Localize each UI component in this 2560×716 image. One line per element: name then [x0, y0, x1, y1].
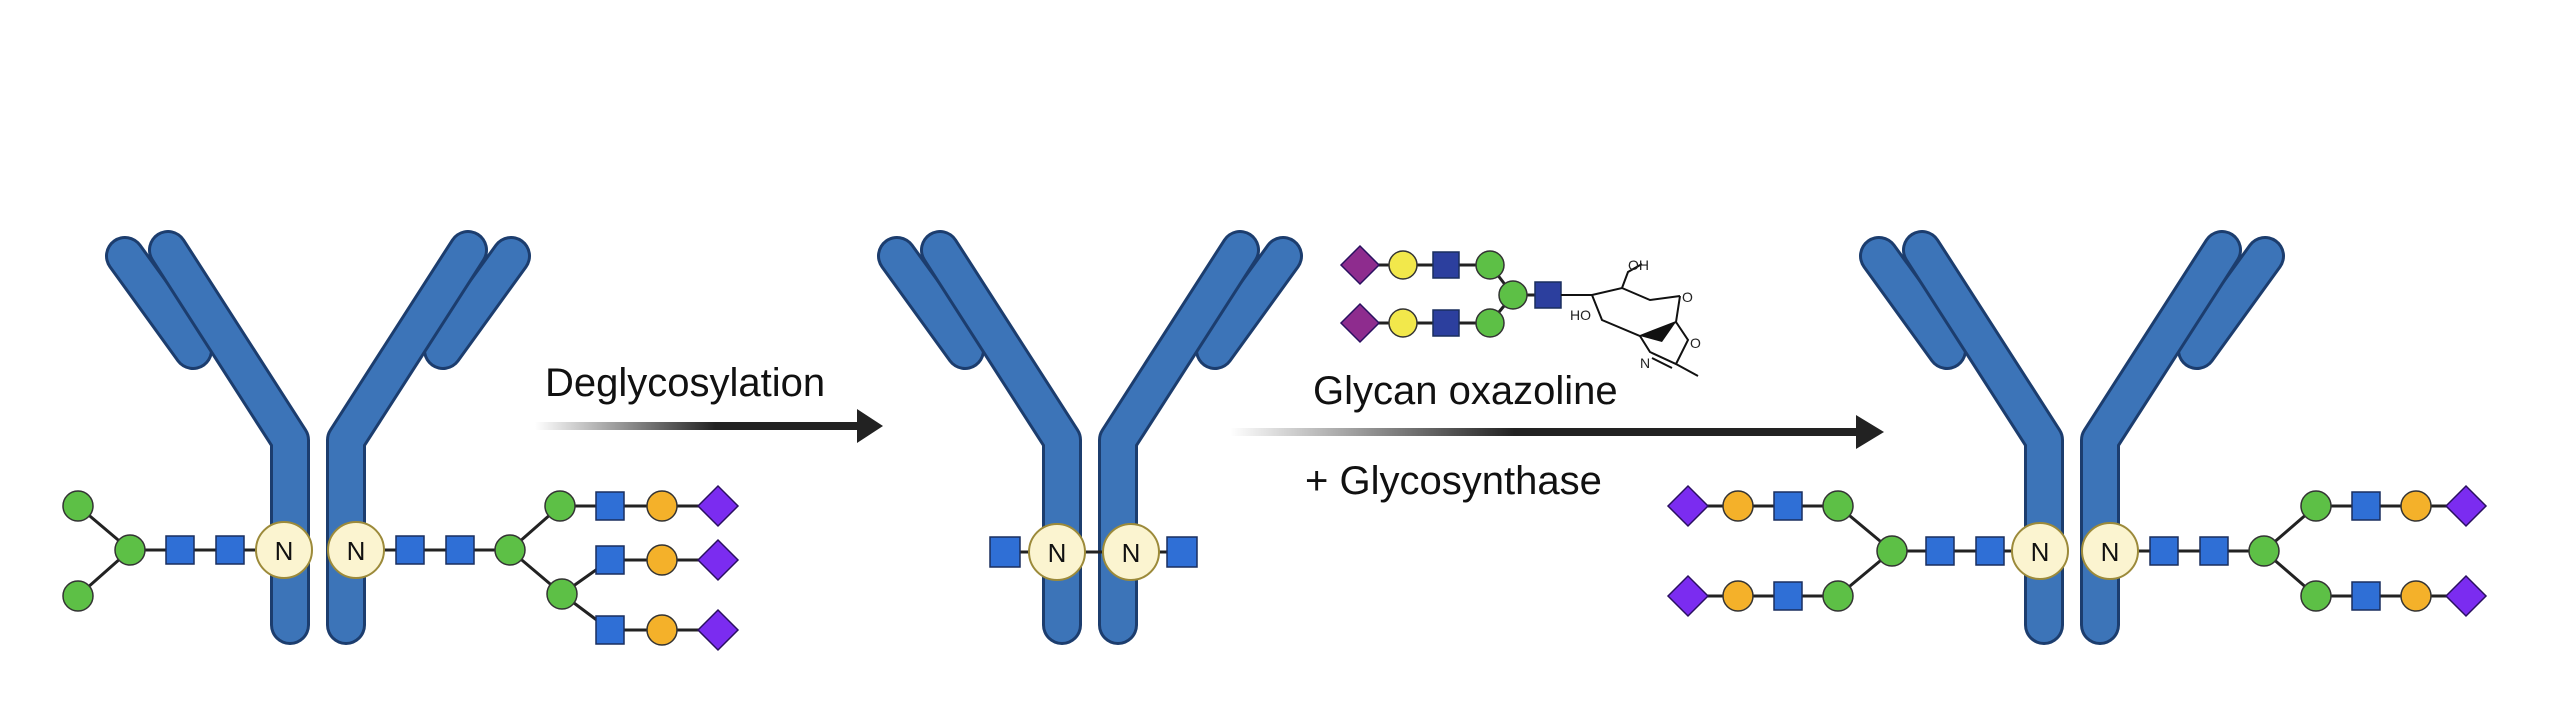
glcnac-square	[1925, 536, 1955, 566]
atom-n: N	[1640, 355, 1650, 371]
glcnac-square	[1166, 536, 1198, 568]
sialic-acid-diamond	[696, 484, 740, 528]
glcnac-square	[215, 535, 245, 565]
glcnac-square	[1975, 536, 2005, 566]
mannose-circle	[1822, 580, 1854, 612]
glcnac-square	[2149, 536, 2179, 566]
oxazoline-ring	[1639, 321, 1699, 377]
glcnac-square	[595, 545, 625, 575]
asparagine-site	[2011, 522, 2069, 580]
galactose-circle	[2400, 490, 2432, 522]
galactose-circle	[646, 614, 678, 646]
mannose-circle	[62, 580, 94, 612]
mannose-circle	[114, 534, 146, 566]
glcnac-square	[2351, 581, 2381, 611]
glycan-oxazoline-label: Glycan oxazoline	[1313, 369, 1618, 413]
glcnac-square	[1432, 309, 1460, 337]
sialic-acid-diamond	[2444, 574, 2488, 618]
glycosynthase-label: + Glycosynthase	[1305, 459, 1602, 503]
deglycosylation-arrow	[535, 409, 883, 443]
sialic-acid-diamond	[1666, 484, 1710, 528]
glcnac-square	[989, 536, 1021, 568]
glcnac-square	[2351, 491, 2381, 521]
glcnac-square	[1773, 491, 1803, 521]
glcnac-square	[165, 535, 195, 565]
asparagine-label: N	[275, 536, 294, 566]
galactose-circle	[2400, 580, 2432, 612]
glcnac-square	[1773, 581, 1803, 611]
atom-ho: HO	[1570, 307, 1591, 323]
mannose-circle	[62, 490, 94, 522]
glcnac-square	[445, 535, 475, 565]
asparagine-site	[1028, 523, 1086, 581]
sialic-acid-diamond	[1339, 244, 1381, 286]
glycosynthase-arrow	[1230, 415, 1884, 449]
glcnac-square	[2199, 536, 2229, 566]
galactose-circle	[646, 490, 678, 522]
mannose-circle	[1475, 308, 1505, 338]
mannose-circle	[494, 534, 526, 566]
asparagine-label: N	[2101, 537, 2120, 567]
galactose-circle	[1722, 580, 1754, 612]
sialic-acid-diamond	[1339, 302, 1381, 344]
mannose-circle	[1498, 280, 1528, 310]
galactose-circle	[1388, 250, 1418, 280]
atom-o1: O	[1682, 289, 1693, 305]
mannose-circle	[2300, 580, 2332, 612]
asparagine-label: N	[2031, 537, 2050, 567]
pyranose-ring	[1561, 263, 1681, 338]
atom-o2: O	[1690, 335, 1701, 351]
sialic-acid-diamond	[2444, 484, 2488, 528]
mannose-circle	[1822, 490, 1854, 522]
mannose-circle	[2248, 535, 2280, 567]
mannose-circle	[1475, 250, 1505, 280]
mannose-circle	[1876, 535, 1908, 567]
sialic-acid-diamond	[1666, 574, 1710, 618]
glcnac-square	[1534, 281, 1562, 309]
galactose-circle	[1388, 308, 1418, 338]
sialic-acid-diamond	[696, 608, 740, 652]
ring-wedge	[1640, 322, 1676, 342]
asparagine-label: N	[347, 536, 366, 566]
asparagine-label: N	[1048, 538, 1067, 568]
deglycosylation-label: Deglycosylation	[545, 361, 825, 405]
asparagine-site	[327, 521, 385, 579]
double-bond	[1651, 357, 1673, 369]
glcnac-square	[595, 615, 625, 645]
glcnac-square	[1432, 251, 1460, 279]
atom-oh: OH	[1628, 257, 1649, 273]
mannose-circle	[546, 578, 578, 610]
asparagine-label: N	[1122, 538, 1141, 568]
glcnac-square	[395, 535, 425, 565]
asparagine-site	[2081, 522, 2139, 580]
asparagine-site	[1102, 523, 1160, 581]
mannose-circle	[2300, 490, 2332, 522]
oxazoline-structure: OH HO N O O	[1339, 244, 1701, 377]
mannose-circle	[544, 490, 576, 522]
glcnac-square	[595, 491, 625, 521]
sialic-acid-diamond	[696, 538, 740, 582]
asparagine-site	[255, 521, 313, 579]
galactose-circle	[1722, 490, 1754, 522]
galactose-circle	[646, 544, 678, 576]
